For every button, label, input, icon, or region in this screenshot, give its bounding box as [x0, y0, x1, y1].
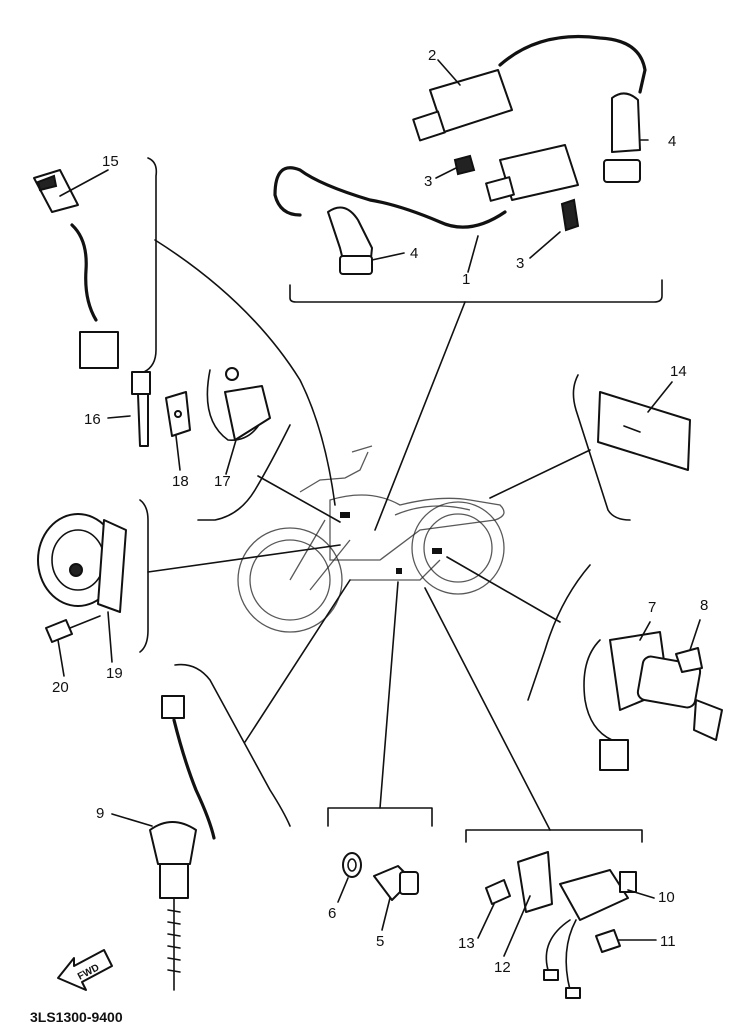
bolt-icon: [373, 865, 419, 901]
callout-5: 5: [376, 933, 384, 950]
callout-3: 3: [516, 255, 524, 272]
callout-17: 18: [172, 473, 189, 490]
relay-icon: [517, 851, 637, 999]
bolt-icon: [485, 879, 621, 953]
callout-18: 19: [106, 665, 123, 682]
relay-icon: [206, 367, 271, 441]
bolt-icon: [675, 647, 703, 673]
horn-icon: [37, 513, 127, 613]
callout-14: 15: [102, 153, 119, 170]
spark-plug-cap-icon: [603, 92, 641, 183]
callout-10: 10: [658, 889, 675, 906]
callout-16: 17: [214, 473, 231, 490]
callout-13: 13: [458, 935, 475, 952]
switch-icon: [33, 169, 119, 369]
callout-12: 12: [494, 959, 511, 976]
callout-15: 16: [84, 411, 101, 428]
callout-2: 2: [428, 47, 436, 64]
switch-icon: [149, 695, 216, 991]
drawing-code: 3LS1300-9400: [30, 1009, 123, 1025]
spark-plug-cap-icon: [327, 206, 373, 275]
ignition-coil-icon: [273, 144, 580, 232]
callout-6: 6: [328, 905, 336, 922]
leader-lines: [147, 239, 591, 831]
callout-1: 1: [462, 271, 470, 288]
switch-icon: [165, 391, 191, 437]
callout-19: 20: [52, 679, 69, 696]
callout-4: 4: [668, 133, 676, 150]
group-brackets: [139, 157, 663, 843]
callout-3: 3: [424, 173, 432, 190]
callout-4: 4: [410, 245, 418, 262]
main-switch-icon: [583, 631, 723, 771]
callout-8: 8: [700, 597, 708, 614]
ignition-coil-icon: [412, 34, 647, 176]
callout-leaders: [57, 59, 701, 957]
reflector-icon: [597, 391, 691, 471]
motorcycle-icon: [237, 445, 505, 633]
callout-7: 7: [648, 599, 656, 616]
bolt-icon: [45, 615, 101, 643]
fwd-arrow-icon: FWD: [57, 949, 113, 991]
callout-9: 9: [96, 805, 104, 822]
callout-11: 11: [660, 933, 676, 950]
callout-20: 14: [670, 363, 687, 380]
callout-labels: 2 3 3 4 4 1 15 16 18 17 19 20 9 6 5 10 1…: [52, 47, 708, 976]
washer-icon: [342, 852, 362, 878]
switch-icon: [131, 371, 151, 447]
